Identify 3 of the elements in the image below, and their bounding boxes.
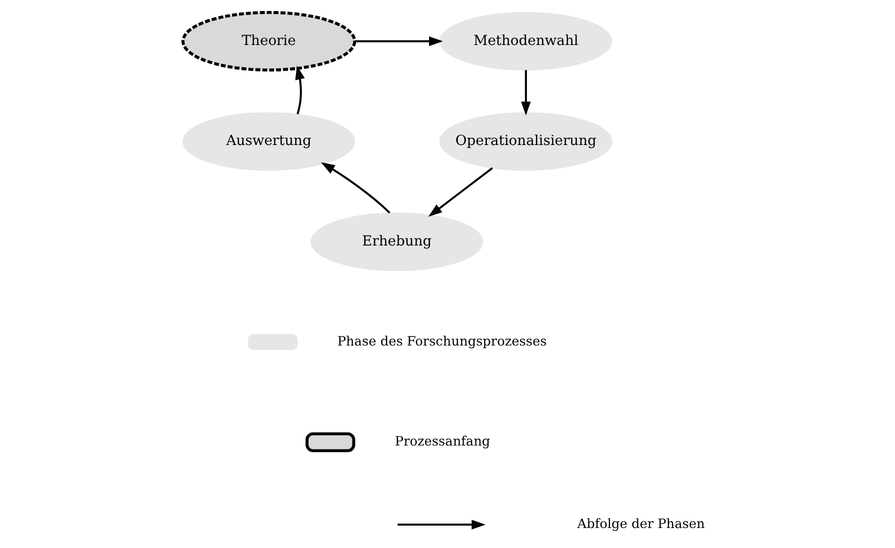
legend-label: Abfolge der Phasen	[576, 517, 704, 532]
legend-label: Phase des Forschungsprozesses	[336, 334, 546, 350]
legend-label: Prozessanfang	[394, 434, 490, 450]
